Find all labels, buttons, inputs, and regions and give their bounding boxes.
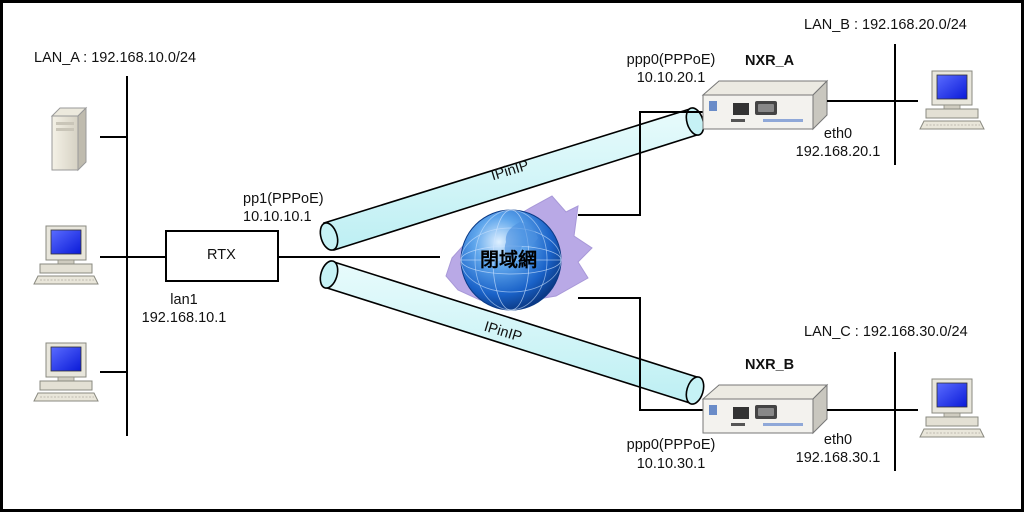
rtx-lan-interface: lan1 — [170, 292, 198, 308]
nxr-b-wan-interface: ppp0(PPPoE) — [626, 437, 716, 453]
pc-icon — [919, 378, 985, 438]
rtx-wan-ip: 10.10.10.1 — [243, 209, 312, 225]
nxr-b-lan-ip: 192.168.30.1 — [795, 450, 881, 466]
lan-b-label: LAN_B : 192.168.20.0/24 — [804, 17, 967, 33]
nxr-a-wan-interface: ppp0(PPPoE) — [626, 52, 716, 68]
closed-network-label: 閉域網 — [480, 249, 538, 271]
tunnel-lower — [319, 260, 705, 405]
cloud-link-nxr-b — [578, 297, 705, 411]
nxr-b-name: NXR_B — [745, 357, 795, 373]
lan-c-label: LAN_C : 192.168.30.0/24 — [804, 324, 968, 340]
server-icon — [50, 106, 88, 172]
nxr-b-lan-interface: eth0 — [823, 432, 853, 448]
nxr-b-wan-ip: 10.10.30.1 — [636, 456, 706, 472]
lan-a-label: LAN_A : 192.168.10.0/24 — [34, 50, 197, 66]
cloud-link-nxr-a — [578, 111, 705, 216]
nxr-a-wan-ip: 10.10.20.1 — [636, 70, 706, 86]
pc-icon — [33, 225, 99, 285]
rtx-router-box — [165, 230, 279, 282]
pc-icon — [33, 342, 99, 402]
rtx-name: RTX — [207, 247, 236, 263]
tunnel-upper — [319, 107, 705, 251]
nxr-b-router-icon — [702, 384, 828, 434]
rtx-lan-ip: 192.168.10.1 — [141, 310, 227, 326]
pc-icon — [919, 70, 985, 130]
nxr-a-lan-ip: 192.168.20.1 — [795, 144, 881, 160]
globe-icon — [460, 209, 562, 311]
rtx-wan-interface: pp1(PPPoE) — [243, 191, 324, 207]
nxr-a-name: NXR_A — [745, 53, 795, 69]
nxr-a-router-icon — [702, 80, 828, 130]
nxr-a-lan-interface: eth0 — [823, 126, 853, 142]
